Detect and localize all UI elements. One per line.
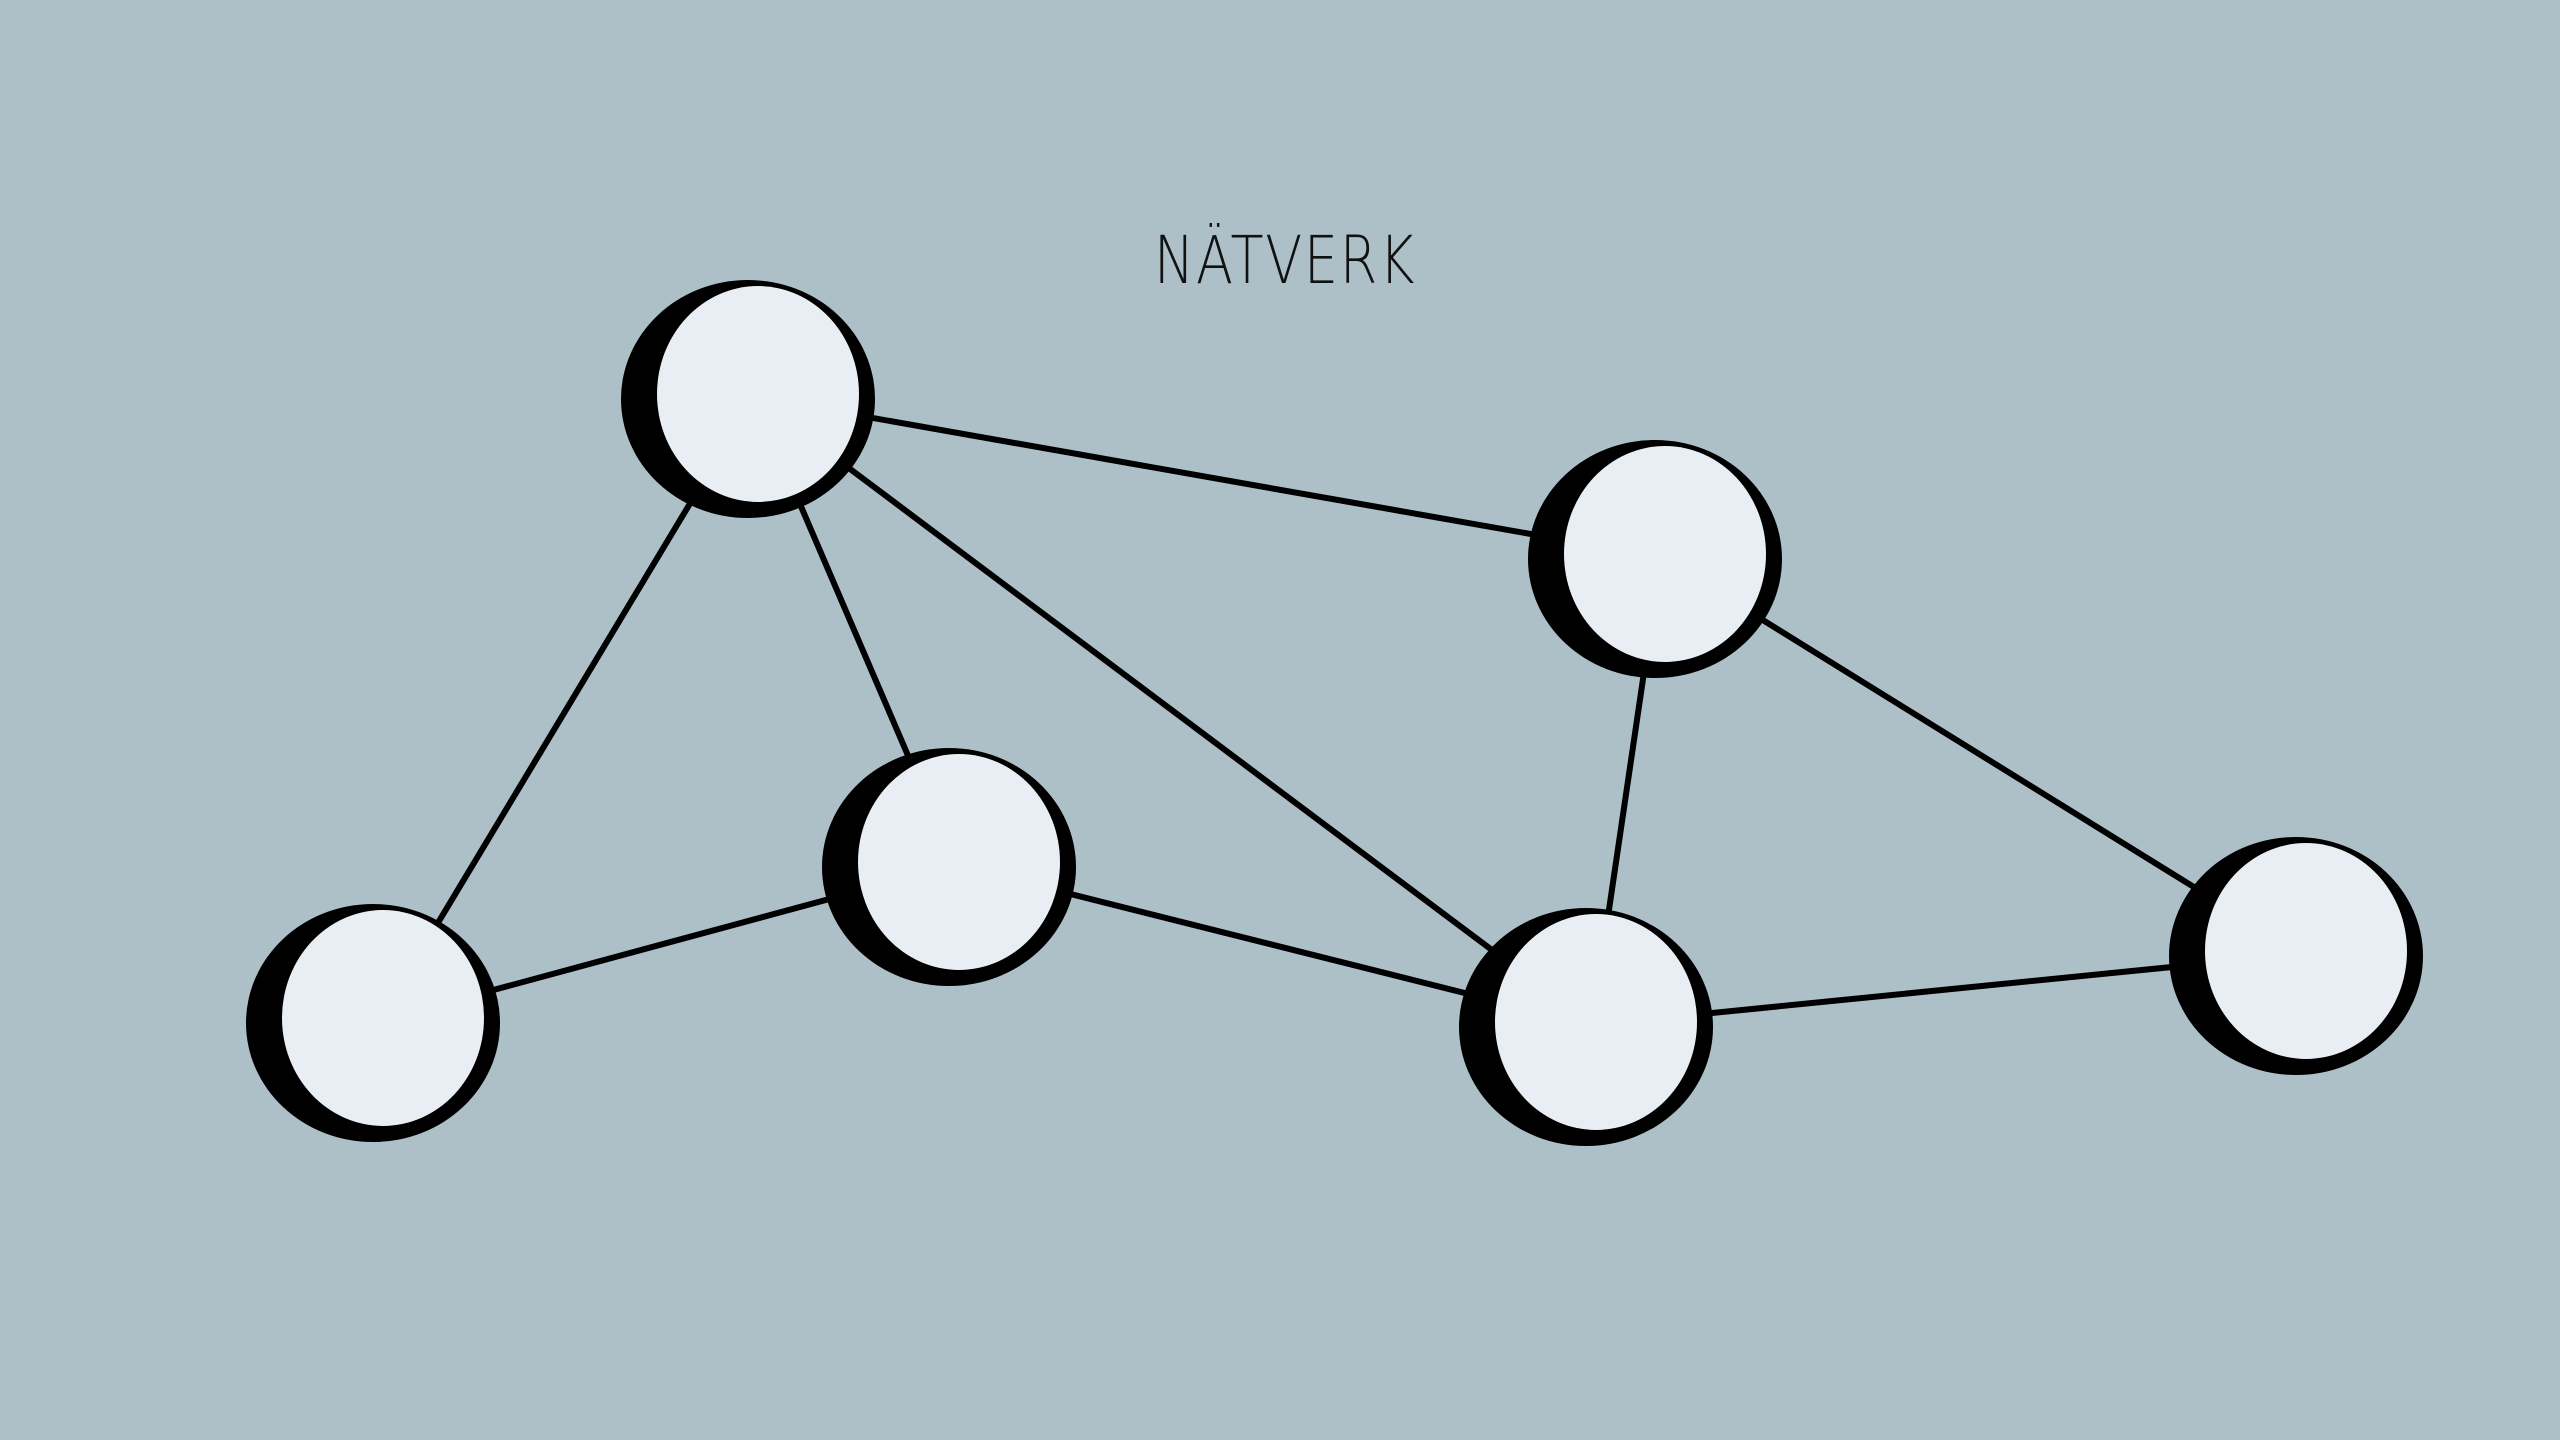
nodes [246, 280, 2423, 1146]
node-n3 [822, 748, 1076, 986]
edges [376, 394, 2304, 1028]
node-n2 [1528, 440, 1782, 678]
edge-n1-n2 [753, 394, 1662, 560]
node-n6 [2169, 837, 2423, 1075]
node-n5 [1459, 908, 1713, 1146]
node-n4 [246, 904, 500, 1142]
diagram-title: NÄTVERK [1153, 222, 1417, 299]
edge-n1-n5 [752, 394, 1594, 1028]
node-n1 [621, 280, 875, 518]
